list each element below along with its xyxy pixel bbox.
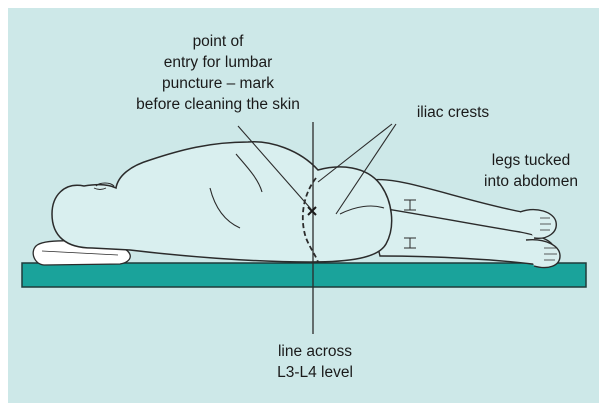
patient-body (52, 142, 392, 262)
legs-label: legs tucked into abdomen (466, 150, 596, 192)
entry-point-label: point of entry for lumbar puncture – mar… (108, 31, 328, 115)
examination-table (22, 263, 586, 287)
iliac-crests-label: iliac crests (398, 102, 508, 123)
l3-l4-line-label: line across L3-L4 level (220, 341, 410, 383)
